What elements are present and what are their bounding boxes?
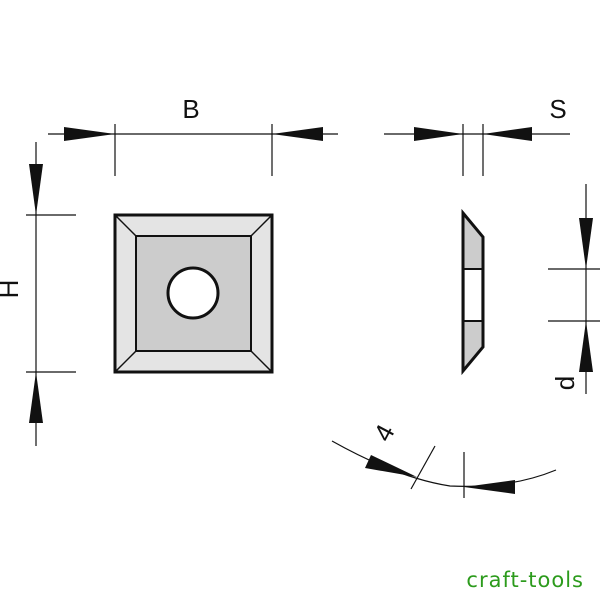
arrowhead bbox=[579, 218, 593, 269]
arrowhead bbox=[414, 127, 463, 141]
bevel-edge bbox=[250, 214, 273, 237]
width-label: B bbox=[182, 94, 199, 124]
arrowhead bbox=[579, 321, 593, 372]
dimension-height: H bbox=[0, 142, 76, 446]
thickness-label: S bbox=[549, 94, 566, 124]
arrowhead bbox=[64, 127, 115, 141]
angle-leg bbox=[410, 445, 436, 490]
dimension-width: B bbox=[48, 94, 338, 176]
front-view bbox=[113, 213, 274, 374]
dimension-hole: d bbox=[548, 184, 600, 394]
arrowhead bbox=[272, 127, 323, 141]
side-view bbox=[461, 208, 485, 376]
dimension-thickness: S bbox=[384, 94, 570, 176]
bevel-edge bbox=[114, 214, 137, 237]
dimension-angle: 4 bbox=[331, 419, 557, 498]
angle-label: 4 bbox=[367, 419, 400, 446]
height-label: H bbox=[0, 280, 24, 299]
brand-logo: craft-tools bbox=[466, 568, 584, 592]
hole-label: d bbox=[550, 376, 580, 390]
arrowhead bbox=[483, 127, 532, 141]
arrowhead bbox=[365, 455, 417, 477]
side-hole-gap bbox=[465, 270, 481, 320]
mounting-hole bbox=[166, 266, 220, 320]
angle-arc bbox=[331, 440, 557, 487]
bevel-edge bbox=[114, 350, 137, 373]
arrowhead bbox=[464, 480, 515, 494]
arrowhead bbox=[29, 372, 43, 423]
arrowhead bbox=[29, 164, 43, 215]
bevel-edge bbox=[250, 350, 273, 373]
